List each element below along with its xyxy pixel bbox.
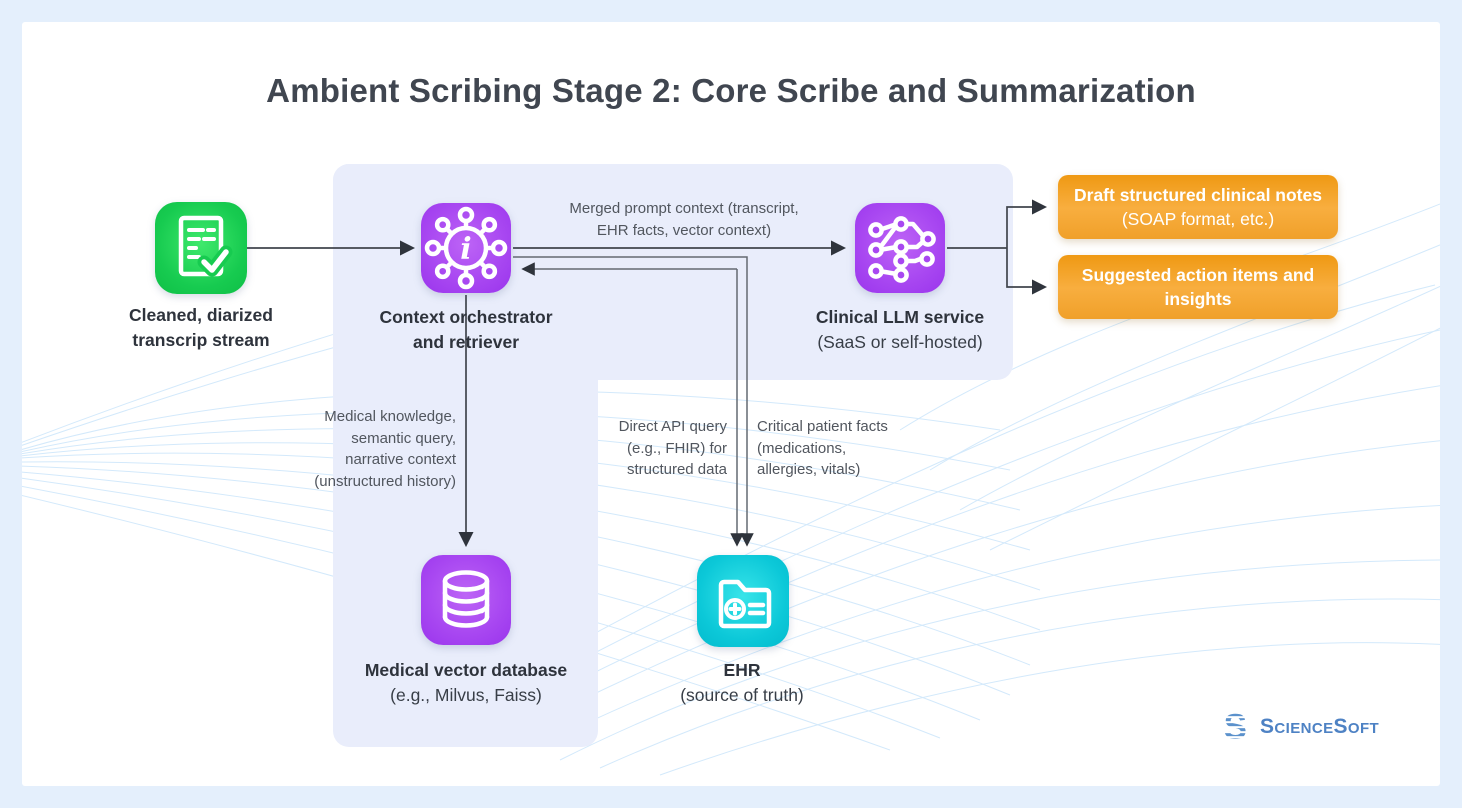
ehr-node: [697, 555, 789, 647]
transcript-node: [155, 202, 247, 294]
diagram-title: Ambient Scribing Stage 2: Core Scribe an…: [266, 72, 1196, 109]
edge-label-direct-api: Direct API query (e.g., FHIR) for struct…: [618, 418, 727, 478]
arrow-orchestrator-to-ehr: [513, 256, 754, 547]
orchestrator-label: Context orchestrator and retriever: [379, 307, 553, 352]
neural-network-icon: [868, 216, 936, 283]
output-action-items: Suggested action items and insights: [1058, 255, 1338, 319]
ehr-label: EHR (source of truth): [680, 660, 804, 705]
medical-folder-icon: [718, 579, 772, 629]
database-icon: [442, 570, 490, 628]
llm-label: Clinical LLM service (SaaS or self-hoste…: [815, 307, 985, 352]
vectordb-label: Medical vector database (e.g., Milvus, F…: [364, 660, 568, 705]
hub-info-icon: i: [424, 206, 508, 290]
orchestrator-node: i: [421, 203, 511, 293]
vectordb-node: [421, 555, 511, 645]
sciencesoft-logo-icon: S: [1222, 710, 1252, 744]
arrow-junction-to-actions: [1006, 248, 1048, 295]
arrow-junction-to-notes: [1006, 199, 1048, 248]
llm-node: [855, 203, 945, 293]
output-draft-notes: Draft structured clinical notes (SOAP fo…: [1058, 175, 1338, 239]
document-check-icon: [178, 215, 233, 277]
sciencesoft-logo: S ScienceSoft: [1222, 710, 1379, 744]
edge-label-patient-facts: Critical patient facts (medications, all…: [757, 418, 888, 478]
edge-label-medical-knowledge: Medical knowledge, semantic query, narra…: [314, 408, 456, 490]
transcript-label: Cleaned, diarized transcrip stream: [129, 305, 273, 350]
svg-text:i: i: [460, 232, 471, 267]
sciencesoft-logo-text: ScienceSoft: [1260, 715, 1380, 738]
edge-label-merged-prompt: Merged prompt context (transcript, EHR f…: [569, 200, 799, 239]
